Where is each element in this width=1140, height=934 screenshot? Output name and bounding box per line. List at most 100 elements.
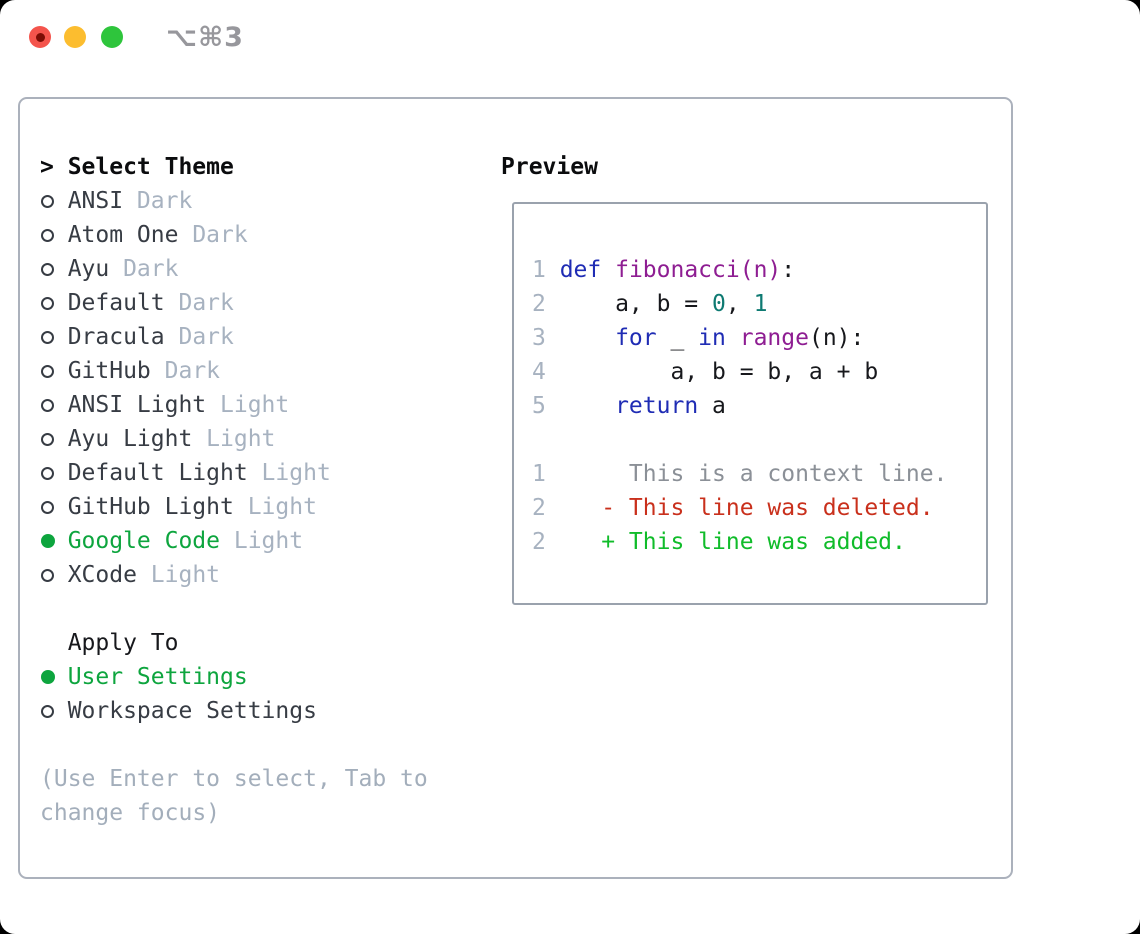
theme-option-atom-one[interactable]: Atom One Dark [40,218,428,252]
diff-line: 1 This is a context line. [532,457,986,491]
apply-option-user-settings[interactable]: User Settings [40,660,428,694]
radio-marker [40,500,68,514]
code-segment-pl: a, b = b, a + b [559,359,879,385]
theme-option-ansi[interactable]: ANSI Dark [40,184,428,218]
code-segment-pl: : [781,257,796,283]
theme-name: ANSI Light [67,392,207,418]
radio-marker [40,330,68,344]
line-number: 4 [532,359,546,385]
radio-marker [40,262,68,276]
preview-title: Preview [501,154,598,180]
code-line: 2 a, b = 0, 1 [532,287,986,321]
apply-to-title: Apply To [67,630,179,656]
close-button[interactable] [29,26,51,48]
code-segment-numlit: 0 [712,291,726,317]
theme-option-xcode[interactable]: XCode Light [40,558,428,592]
theme-variant-tag: Light [220,528,304,554]
theme-option-label: Default Dark [68,290,234,316]
apply-to-header: Apply To [40,626,428,660]
theme-variant-tag: Dark [178,222,248,248]
theme-option-label: GitHub Dark [68,358,220,384]
theme-option-label: Ayu Light Light [68,426,276,452]
radio-selected-icon [41,534,55,548]
code-segment-kw: return [615,393,699,419]
theme-option-google-code[interactable]: Google Code Light [40,524,428,558]
radio-marker [40,534,68,548]
code-segment-pl: a, b = [559,291,713,317]
line-number: 2 [532,291,546,317]
prompt-marker: > [40,154,68,180]
keyboard-shortcut-label: ⌥⌘3 [166,22,244,53]
theme-variant-tag: Dark [109,256,179,282]
spacer-row [40,592,428,626]
theme-variant-tag: Light [233,494,317,520]
radio-marker [40,228,68,242]
radio-unselected-icon [41,296,54,310]
radio-unselected-icon [41,704,54,718]
theme-variant-tag: Light [192,426,276,452]
code-segment-kw: in [698,325,726,351]
theme-option-ansi-light[interactable]: ANSI Light Light [40,388,428,422]
blank-line [532,423,986,457]
theme-option-default-light[interactable]: Default Light Light [40,456,428,490]
code-segment-fn: range [739,325,809,351]
code-line: 5 return a [532,389,986,423]
theme-option-label: Ayu Dark [68,256,179,282]
theme-option-github[interactable]: GitHub Dark [40,354,428,388]
apply-option-workspace-settings[interactable]: Workspace Settings [40,694,428,728]
radio-marker [40,466,68,480]
radio-unselected-icon [41,194,54,208]
radio-marker [40,568,68,582]
theme-name: Ayu [67,256,110,282]
help-text-line-2: change focus) [40,800,221,826]
code-segment-ctx: This is a context line. [559,461,948,487]
theme-variant-tag: Dark [123,188,193,214]
theme-variant-tag: Dark [150,358,221,384]
theme-option-github-light[interactable]: GitHub Light Light [40,490,428,524]
close-dot-icon [35,32,45,42]
radio-marker [40,432,68,446]
radio-unselected-icon [41,568,54,582]
radio-unselected-icon [41,364,54,378]
theme-option-label: ANSI Dark [68,188,193,214]
help-text-line-1: (Use Enter to select, Tab to [40,766,428,792]
theme-option-ayu-light[interactable]: Ayu Light Light [40,422,428,456]
theme-name: Atom One [67,222,179,248]
code-segment-pl: _ [656,325,699,351]
theme-option-label: XCode Light [68,562,220,588]
theme-option-dracula[interactable]: Dracula Dark [40,320,428,354]
radio-marker [40,364,68,378]
radio-unselected-icon [41,466,54,480]
line-number: 1 [532,461,546,487]
diff-line: 2 - This line was deleted. [532,491,986,525]
theme-name: ANSI [67,188,124,214]
theme-name: Ayu Light [67,426,193,452]
theme-option-ayu[interactable]: Ayu Dark [40,252,428,286]
theme-name: XCode [67,562,137,588]
radio-unselected-icon [41,500,54,514]
code-segment-pl [560,393,615,419]
theme-option-label: ANSI Light Light [68,392,290,418]
radio-unselected-icon [41,330,54,344]
minimize-button[interactable] [64,26,86,48]
theme-variant-tag: Dark [164,290,234,316]
code-segment-pl [726,325,740,351]
code-segment-numlit: 1 [753,291,768,317]
theme-option-label: Google Code Light [68,528,303,554]
theme-option-label: Dracula Dark [68,324,234,350]
code-segment-pl: (n): [808,325,865,351]
radio-unselected-icon [41,398,54,412]
maximize-button[interactable] [101,26,123,48]
line-number: 2 [532,529,546,555]
radio-unselected-icon [41,262,54,276]
theme-option-default[interactable]: Default Dark [40,286,428,320]
theme-name: GitHub [67,358,151,384]
diff-line: 2 + This line was added. [532,525,986,559]
theme-option-label: Default Light Light [68,460,331,486]
code-segment-kw: for [615,325,657,351]
code-segment-fn: fibonacci(n) [615,257,782,283]
